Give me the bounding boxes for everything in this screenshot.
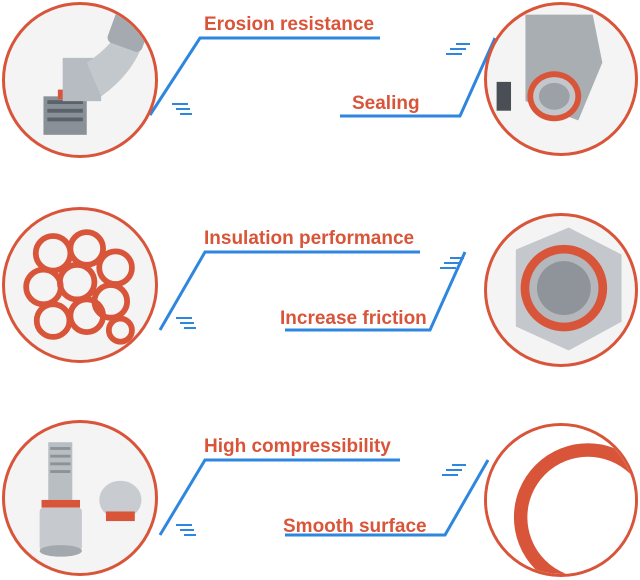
feature-label-sealing: Sealing bbox=[352, 93, 420, 114]
fitting-image bbox=[484, 2, 638, 156]
o-rings-pile-image bbox=[2, 207, 158, 363]
feature-label-insulation: Insulation performance bbox=[204, 228, 415, 249]
feature-label-friction: Increase friction bbox=[280, 308, 427, 329]
feature-label-erosion: Erosion resistance bbox=[204, 14, 375, 35]
o-ring-closeup-image bbox=[484, 423, 638, 577]
feature-label-compressibility: High compressibility bbox=[204, 436, 391, 457]
elbow-fitting-image bbox=[2, 2, 158, 158]
feature-label-smooth: Smooth surface bbox=[283, 516, 427, 537]
screws-image bbox=[2, 420, 158, 576]
hex-nut-image bbox=[484, 213, 638, 367]
